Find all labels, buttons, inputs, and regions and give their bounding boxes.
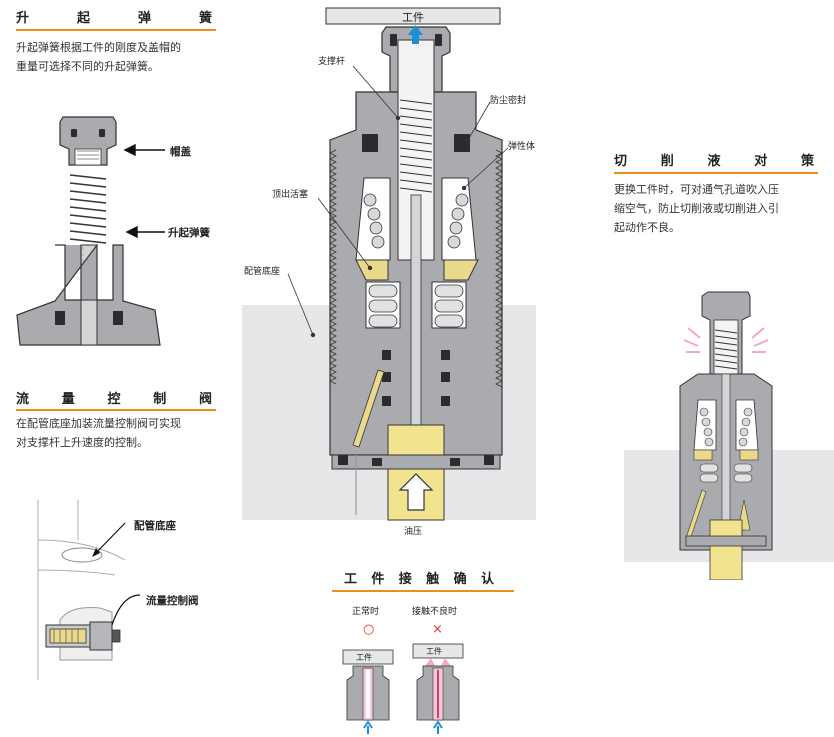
- title-char: 认: [480, 572, 494, 587]
- flow-leader-lines: [92, 522, 140, 625]
- title-char: 触: [426, 572, 440, 587]
- coolant-section-title: 切 削 液 对 策: [614, 150, 814, 169]
- title-char: 阀: [198, 392, 212, 407]
- title-char: 制: [153, 392, 167, 407]
- support-rod-label: 支撑杆: [318, 57, 346, 67]
- base-label-main: 配管底座: [244, 267, 281, 277]
- elastic-body-label: 弹性体: [508, 142, 536, 152]
- title-char: 簧: [198, 11, 212, 26]
- title-char: 起: [76, 11, 90, 26]
- spring-desc-line: 重量可选择不同的升起弹簧。: [16, 60, 159, 73]
- spring-title-rule: [16, 29, 216, 31]
- flow-description: 在配管底座加装流量控制阀可实现 对支撑杆上升速度的控制。: [16, 414, 181, 452]
- spring-section-title: 升 起 弹 簧: [16, 7, 212, 26]
- coolant-desc-line: 更换工件时，可对通气孔道吹入压: [614, 183, 779, 196]
- workpiece-plate: [325, 7, 501, 25]
- contact-section-title: 工 件 接 触 确 认: [344, 568, 494, 587]
- bad-mark: ×: [432, 622, 443, 637]
- title-char: 策: [800, 154, 814, 169]
- contact-workpiece-normal: 工件: [356, 653, 372, 662]
- bad-contact-label: 接触不良时: [412, 607, 458, 617]
- title-char: 切: [614, 154, 628, 169]
- coolant-title-rule: [614, 172, 818, 174]
- title-char: 确: [453, 572, 467, 587]
- contact-illustration: [342, 643, 464, 734]
- title-char: 削: [660, 154, 674, 169]
- title-char: 件: [371, 572, 385, 587]
- title-char: 升: [16, 11, 30, 26]
- spring-description: 升起弹簧根据工件的刚度及盖帽的 重量可选择不同的升起弹簧。: [16, 38, 181, 76]
- main-cross-section: [242, 7, 536, 521]
- coolant-description: 更换工件时，可对通气孔道吹入压 缩空气，防止切削液或切削进入引 起动作不良。: [614, 180, 779, 237]
- flow-desc-line: 对支撑杆上升速度的控制。: [16, 436, 148, 449]
- normal-mark: ○: [363, 622, 375, 637]
- base-label-flow: 配管底座: [134, 520, 176, 532]
- title-char: 量: [61, 392, 75, 407]
- ejector-piston-label: 顶出活塞: [272, 190, 309, 200]
- cap-label: 帽盖: [170, 146, 191, 158]
- contact-title-rule: [332, 590, 514, 592]
- contact-workpiece-bad: 工件: [426, 647, 442, 656]
- coolant-desc-line: 缩空气，防止切削液或切削进入引: [614, 202, 779, 215]
- title-char: 流: [16, 392, 30, 407]
- coolant-desc-line: 起动作不良。: [614, 221, 680, 234]
- title-char: 控: [107, 392, 121, 407]
- normal-state-label: 正常时: [352, 607, 380, 617]
- spring-illustration: [16, 116, 165, 346]
- spring-desc-line: 升起弹簧根据工件的刚度及盖帽的: [16, 41, 181, 54]
- flow-valve-illustration: [37, 500, 126, 680]
- title-char: 接: [398, 572, 412, 587]
- coolant-illustration: [624, 291, 834, 580]
- title-char: 对: [754, 154, 768, 169]
- title-char: 弹: [137, 11, 151, 26]
- flow-valve-label: 流量控制阀: [146, 595, 199, 607]
- title-char: 工: [344, 572, 358, 587]
- oil-pressure-label: 油压: [404, 527, 423, 537]
- lift-spring-label: 升起弹簧: [168, 227, 210, 239]
- workpiece-label: 工件: [402, 11, 424, 24]
- flow-title-rule: [16, 409, 216, 411]
- dust-seal-label: 防尘密封: [490, 96, 527, 106]
- title-char: 液: [707, 154, 721, 169]
- flow-desc-line: 在配管底座加装流量控制阀可实现: [16, 417, 181, 430]
- flow-section-title: 流 量 控 制 阀: [16, 388, 212, 407]
